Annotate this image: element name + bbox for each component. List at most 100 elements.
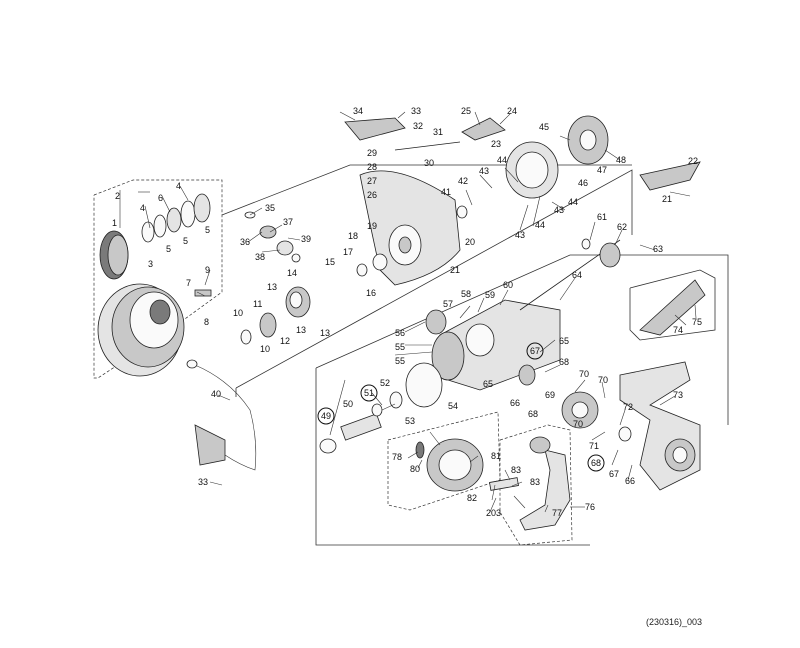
handle-part (519, 449, 571, 531)
part-label-28: 28 (367, 162, 377, 172)
part-label-81: 82 (467, 493, 477, 503)
part-number-labels: 1 2 3 4 4 5 5 5 6 7 8 9 10 10 11 12 13 1… (112, 106, 702, 518)
part-label-29: 29 (367, 148, 377, 158)
part-label-44a: 44 (497, 155, 507, 165)
part-label-43c: 43 (515, 230, 525, 240)
part-label-68a: 68 (559, 357, 569, 367)
part-label-59b: 60 (503, 280, 513, 290)
part-label-61: 62 (617, 222, 627, 232)
circle-marker-49 (317, 407, 335, 425)
part-label-73: 74 (673, 325, 683, 335)
part-label-83b: 203 (486, 508, 501, 518)
part-label-53: 53 (405, 416, 415, 426)
part-label-38: 38 (255, 252, 265, 262)
part-label-33a: 33 (411, 106, 421, 116)
part-label-15: 15 (325, 257, 335, 267)
gear-handle-parts (415, 436, 571, 531)
part-label-42: 42 (458, 176, 468, 186)
part-label-5a: 5 (205, 225, 210, 235)
part-label-20: 20 (465, 237, 475, 247)
part-label-43a: 43 (479, 166, 489, 176)
part-label-44b: 44 (568, 197, 578, 207)
part-label-12: 12 (280, 336, 290, 346)
part-label-58: 58 (461, 289, 471, 299)
part-label-27: 27 (367, 176, 377, 186)
bail-parts (186, 359, 257, 471)
part-label-56: 56 (395, 328, 405, 338)
part-label-23: 23 (491, 139, 501, 149)
part-label-7: 7 (186, 278, 191, 288)
part-label-10b: 10 (260, 344, 270, 354)
part-label-74: 75 (692, 317, 702, 327)
part-label-18: 18 (348, 231, 358, 241)
part-label-78: 80 (410, 464, 420, 474)
part-label-22: 22 (688, 156, 698, 166)
part-label-1: 1 (112, 218, 117, 228)
part-label-57: 57 (443, 299, 453, 309)
part-label-72: 73 (673, 390, 683, 400)
part-label-49: 49 (321, 411, 331, 421)
part-label-36: 36 (240, 237, 250, 247)
part-label-2: 2 (115, 191, 120, 201)
circle-marker-67a (526, 342, 544, 360)
part-label-44c: 44 (535, 220, 545, 230)
spool-parts (97, 193, 212, 377)
part-label-47: 47 (597, 165, 607, 175)
part-label-68c: 69 (545, 390, 555, 400)
part-label-46: 46 (578, 178, 588, 188)
part-label-39: 39 (301, 234, 311, 244)
bail-arm-part (194, 424, 226, 466)
part-label-71: 72 (623, 402, 633, 412)
part-label-17: 17 (343, 247, 353, 257)
part-label-19: 19 (367, 221, 377, 231)
part-label-4a: 4 (176, 181, 181, 191)
part-label-25: 25 (461, 106, 471, 116)
part-label-34: 34 (353, 106, 363, 116)
circle-marker-51 (360, 384, 378, 402)
part-label-50: 50 (343, 399, 353, 409)
part-label-83a: 83 (530, 477, 540, 487)
part-label-77: 78 (392, 452, 402, 462)
part-label-62: 63 (653, 244, 663, 254)
part-label-40: 40 (211, 389, 221, 399)
part-label-26: 26 (367, 190, 377, 200)
part-label-21b: 21 (662, 194, 672, 204)
part-label-35: 35 (265, 203, 275, 213)
part-label-67b: 68 (591, 458, 601, 468)
part-label-48: 48 (616, 155, 626, 165)
part-label-13a: 13 (267, 282, 277, 292)
part-label-66a: 66 (510, 398, 520, 408)
part-label-76: 77 (552, 508, 562, 518)
part-label-52: 52 (380, 378, 390, 388)
part-label-70b: 70 (573, 419, 583, 429)
part-label-82: 83 (511, 465, 521, 475)
group-frames (93, 164, 729, 546)
part-label-5b: 5 (183, 236, 188, 246)
part-label-75: 76 (585, 502, 595, 512)
part-label-14: 14 (287, 268, 297, 278)
part-label-65a: 65 (483, 379, 493, 389)
part-label-55b: 55 (395, 356, 405, 366)
circle-marker-67b (587, 454, 605, 472)
part-label-13b: 13 (296, 325, 306, 335)
part-label-65b: 66 (625, 476, 635, 486)
circled-callouts (317, 342, 605, 472)
part-label-16: 16 (366, 288, 376, 298)
part-label-3: 3 (148, 259, 153, 269)
part-label-63: 64 (572, 270, 582, 280)
part-label-54: 54 (448, 401, 458, 411)
part-label-24: 24 (507, 106, 517, 116)
leader-lines (119, 111, 697, 513)
part-label-21a: 21 (450, 265, 460, 275)
part-label-10a: 10 (233, 308, 243, 318)
part-label-32: 32 (413, 121, 423, 131)
part-label-30: 30 (424, 158, 434, 168)
diagram-reference-code: (230316)_003 (646, 617, 702, 627)
body-parts (319, 238, 706, 491)
part-label-13c: 13 (320, 328, 330, 338)
part-label-60: 61 (597, 212, 607, 222)
part-label-70c: 71 (589, 441, 599, 451)
part-label-43b: 43 (554, 205, 564, 215)
part-label-67a: 67 (530, 346, 540, 356)
part-label-59a: 59 (485, 290, 495, 300)
